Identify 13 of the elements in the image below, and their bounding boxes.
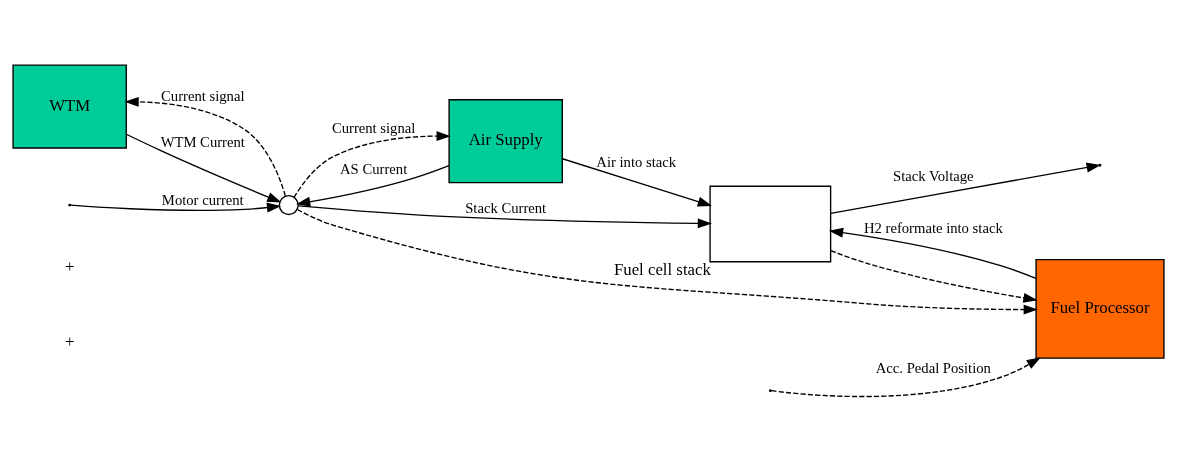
edge-label: Motor current — [161, 191, 244, 208]
edge-label: Current signal — [161, 87, 245, 104]
edge-label: Acc. Pedal Position — [875, 359, 991, 376]
edge-label: AS Current — [340, 160, 408, 177]
label: + — [64, 256, 75, 276]
edge-label: H2 reformate into stack — [863, 219, 1003, 236]
node-label: Fuel cell stack — [613, 259, 711, 279]
edge-label: Stack Voltage — [893, 167, 974, 184]
edge-label: Current signal — [331, 119, 416, 136]
edge-label: Air into stack — [596, 153, 677, 170]
label: + — [64, 331, 75, 351]
edge-label: WTM Current — [160, 133, 245, 150]
edge-label: Stack Current — [465, 199, 547, 216]
